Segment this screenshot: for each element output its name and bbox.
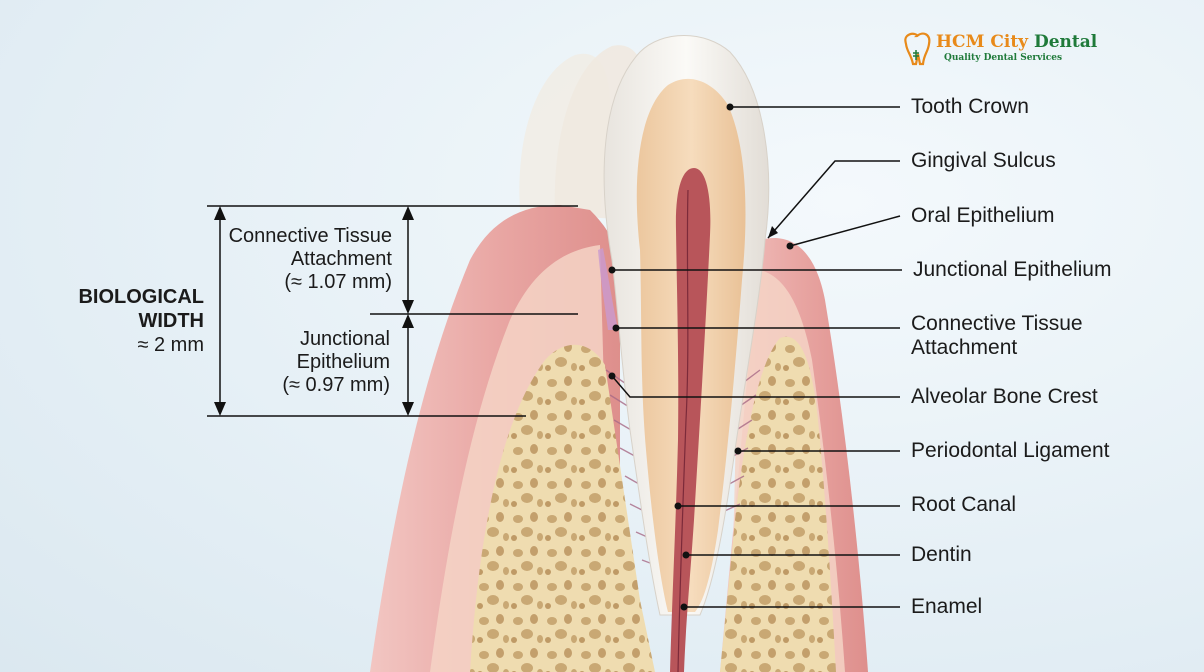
logo-name-part1: HCM City (936, 32, 1029, 52)
biological-width-value: ≈ 2 mm (137, 334, 204, 356)
connective-dim-line1: Connective Tissue (228, 225, 392, 247)
biological-width-title-2: WIDTH (138, 310, 204, 332)
junctional-dim-line1: Junctional (299, 328, 390, 350)
alveolar-bone-right (720, 336, 836, 672)
pulp-vessel (677, 189, 689, 672)
junctional-dim-line2: Epithelium (296, 351, 390, 373)
tooth-logo-icon (904, 32, 931, 66)
label-connective-tissue: Connective Tissue Attachment (911, 312, 1083, 360)
label-junctional-epithelium: Junctional Epithelium (913, 258, 1112, 281)
alveolar-bone-left (470, 344, 655, 672)
label-tooth-crown: Tooth Crown (911, 95, 1029, 118)
connective-dim-line2: Attachment (290, 248, 392, 270)
clinic-logo: HCM City Dental Quality Dental Services (900, 30, 1100, 70)
connective-dim-line3: (≈ 1.07 mm) (284, 271, 392, 293)
label-connective-tissue-line2: Attachment (911, 336, 1018, 359)
biological-width-label: BIOLOGICAL WIDTH ≈ 2 mm (78, 285, 204, 357)
logo-name: HCM City Dental (936, 32, 1097, 52)
leader-lines (611, 106, 902, 608)
label-periodontal-ligament: Periodontal Ligament (911, 439, 1110, 462)
logo-tagline: Quality Dental Services (944, 53, 1063, 63)
label-alveolar-bone-crest: Alveolar Bone Crest (911, 385, 1098, 408)
pulp-root-canal (670, 168, 711, 672)
sulcus-arrowhead (768, 226, 778, 238)
connective-dimension-label: Connective Tissue Attachment (≈ 1.07 mm) (229, 225, 392, 294)
label-oral-epithelium: Oral Epithelium (911, 204, 1055, 227)
biological-width-title-1: BIOLOGICAL (78, 286, 204, 308)
leader-dots (608, 103, 794, 611)
label-root-canal: Root Canal (911, 493, 1017, 516)
junctional-epithelium-region (598, 248, 618, 330)
label-connective-tissue-line1: Connective Tissue (911, 312, 1083, 335)
label-enamel: Enamel (911, 595, 983, 618)
logo-name-part2: Dental (1033, 32, 1098, 52)
dimension-arrowheads (214, 206, 414, 416)
dimension-lines (207, 205, 578, 417)
junctional-dimension-label: Junctional Epithelium (≈ 0.97 mm) (282, 328, 390, 397)
label-gingival-sulcus: Gingival Sulcus (911, 149, 1056, 172)
junctional-dim-line3: (≈ 0.97 mm) (282, 374, 390, 396)
label-dentin: Dentin (911, 543, 972, 566)
